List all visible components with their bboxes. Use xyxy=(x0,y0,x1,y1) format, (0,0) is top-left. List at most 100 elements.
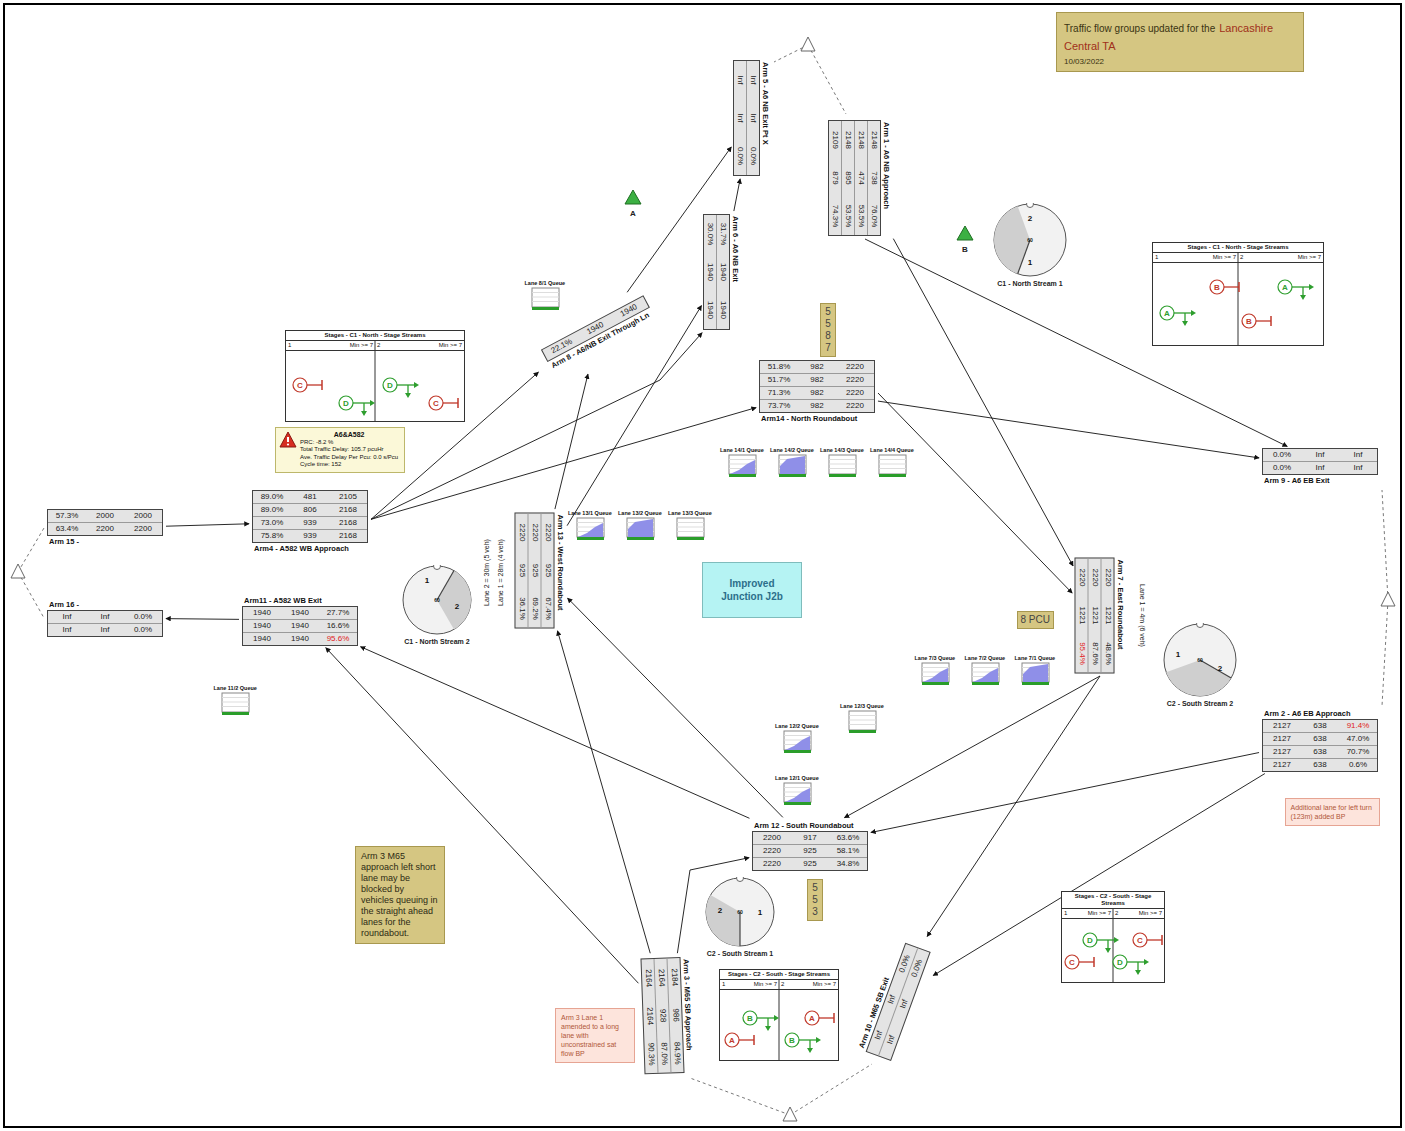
results-callout: A6&A582PRC: -8.2 %Total Traffic Delay: 1… xyxy=(275,427,405,473)
phase-letter-text: C xyxy=(1069,958,1075,967)
traffic-link xyxy=(845,676,1100,818)
lane-value: 2127 xyxy=(1263,720,1301,732)
stage-cell: 1Min >= 7 xyxy=(1062,909,1113,918)
cycle-circle-box: 2160C2 - South Stream 1 xyxy=(694,877,786,958)
cycle-caption: C1 - North Stream 2 xyxy=(391,637,483,646)
lane-value: 2000 xyxy=(124,510,162,522)
title-note-text: Traffic flow groups updated for the xyxy=(1064,23,1215,34)
title-note: Traffic flow groups updated for theLanca… xyxy=(1056,12,1304,72)
lane-value: 2220 xyxy=(516,513,528,551)
stage-number: 2 xyxy=(377,341,380,350)
lane-value: 986 xyxy=(669,996,682,1034)
stage-number: 2 xyxy=(781,980,784,989)
lane-row: 212763891.4% xyxy=(1263,720,1377,733)
queue-graph-box: Lane 7/3 Queue xyxy=(915,655,956,686)
note-box: Additional lane for left turn (123m) add… xyxy=(1285,798,1380,826)
lane-value: Inf xyxy=(1339,462,1377,474)
callout-box: 5 5 3 xyxy=(807,879,823,921)
lane-value: 1940 xyxy=(243,620,281,632)
lane-table: 51.8%982222051.7%982222071.3%982222073.7… xyxy=(759,360,875,413)
minimum-time: Min >= 7 xyxy=(439,341,462,350)
circle-mark: 2 xyxy=(1218,664,1222,673)
lane-value: 925 xyxy=(791,845,829,857)
lane-value: 925 xyxy=(529,551,541,589)
lane-row: 71.3%9822220 xyxy=(760,387,874,400)
network-triangle xyxy=(11,37,1395,1121)
circle-mark: 60 xyxy=(1027,237,1033,243)
arm-lane-box: Arm 5 - A6 NB Exit Pt XInfInf0.0%InfInf0… xyxy=(733,60,771,176)
arm-lane-box: Arm 6 - A6 NB Exit31.7%1940194030.0%1940… xyxy=(703,214,741,330)
lane-value: 2168 xyxy=(329,530,367,542)
queue-graph-box: Lane 14/4 Queue xyxy=(870,447,914,478)
arm-lane-box: Arm 3 - M65 SB Approach218498684.9%21649… xyxy=(640,956,695,1074)
lane-value: 2168 xyxy=(329,517,367,529)
lane-row: 210987974.3% xyxy=(829,121,841,235)
phase-letter-text: D xyxy=(387,381,393,390)
lane-value: 939 xyxy=(291,517,329,529)
lane-row: 222092536.1% xyxy=(516,513,528,627)
arm-lane-box: Arm 10 - M65 SB ExitInfInf0.0%InfInf0.0% xyxy=(855,939,930,1061)
lane-row: 73.7%9822220 xyxy=(760,400,874,412)
circle-mark: 60 xyxy=(737,909,743,915)
lane-value: 90.3% xyxy=(644,1034,657,1072)
queue-graph-box: Lane 12/3 Queue xyxy=(840,703,884,734)
lane-value: 89.0% xyxy=(253,504,291,516)
lane-value: 638 xyxy=(1301,759,1339,771)
lane-row: 89.0%4812105 xyxy=(253,491,367,504)
phase-letter: B xyxy=(1214,283,1220,292)
stage-number: 1 xyxy=(1155,253,1158,262)
cycle-circle-box: 2160C1 - North Stream 1 xyxy=(982,203,1078,288)
lane-value: 73.0% xyxy=(253,517,291,529)
lane-value: 638 xyxy=(1301,720,1339,732)
lane-value: 2164 xyxy=(643,996,656,1034)
traffic-link xyxy=(166,618,239,620)
note-text: Additional lane for left turn (123m) add… xyxy=(1291,803,1374,821)
arm-heading: Arm14 - North Roundabout xyxy=(759,413,875,424)
lane-value: 51.7% xyxy=(760,374,798,386)
stage-heading: Stages - C1 - North - Stage Streams xyxy=(1153,243,1323,253)
queue-graph-title: Lane 14/1 Queue xyxy=(720,447,764,454)
lane-value: 87.6% xyxy=(1089,634,1101,672)
stage-title: Stages - C2 - South - Stage Streams xyxy=(1064,893,1162,907)
lane-value: 982 xyxy=(798,387,836,399)
lane-row: InfInf0.0% xyxy=(746,61,759,175)
arm-name: Arm 7 - East Roundabout xyxy=(1116,559,1125,671)
cycle-circle-box: 1260C2 - South Stream 2 xyxy=(1152,623,1248,708)
lane-value: Inf xyxy=(1301,449,1339,461)
lane-row: InfInf0.0% xyxy=(734,61,746,175)
lane-table: InfInf0.0%InfInf0.0% xyxy=(733,60,760,176)
lane-value: 2220 xyxy=(836,387,874,399)
phase-letter: C xyxy=(1137,936,1143,945)
queue-graph-title: Lane 13/2 Queue xyxy=(618,510,662,517)
free-label: A xyxy=(630,209,636,219)
arm-name: Arm 2 - A6 EB Approach xyxy=(1264,709,1376,718)
circle-mark: 1 xyxy=(425,576,429,585)
lane-value: 0.0% xyxy=(1263,449,1301,461)
note-box: Improved Junction J2b xyxy=(702,562,802,618)
lane-value: 1221 xyxy=(1102,596,1114,634)
phase-letter: A xyxy=(1282,283,1288,292)
stage-number: 1 xyxy=(1064,909,1067,918)
queue-graph-box: Lane 8/1 Queue xyxy=(525,280,566,311)
lane-value: 27.7% xyxy=(319,607,357,619)
callout-box: 5 5 8 7 xyxy=(820,303,836,357)
queue-graph-title: Lane 7/2 Queue xyxy=(965,655,1006,662)
lane-row: 57.3%20002000 xyxy=(48,510,162,523)
arm-lane-box: Arm 16 -InfInf0.0%InfInf0.0% xyxy=(47,599,163,637)
phase-letter-text: C xyxy=(297,381,303,390)
arm-heading: Arm 7 - East Roundabout xyxy=(1115,557,1126,673)
lane-row: 212763870.7% xyxy=(1263,746,1377,759)
lane-value: 53.5% xyxy=(842,197,854,235)
traffic-link xyxy=(893,239,1073,566)
lane-value: 1940 xyxy=(717,291,729,329)
phase-letter: D xyxy=(343,399,349,408)
cycle-caption: C2 - South Stream 1 xyxy=(694,949,786,958)
queue-graph xyxy=(1018,662,1052,686)
circle-mark: 2 xyxy=(455,602,459,611)
stage-cell: 1Min >= 7 xyxy=(720,980,779,989)
cycle-time: 60 xyxy=(737,909,743,915)
queue-graph xyxy=(875,454,909,478)
phase-letter-text: A xyxy=(1282,283,1288,292)
arm-heading: Arm 1 - A6 NB Approach xyxy=(881,120,892,236)
phase-letter: B xyxy=(1246,317,1252,326)
